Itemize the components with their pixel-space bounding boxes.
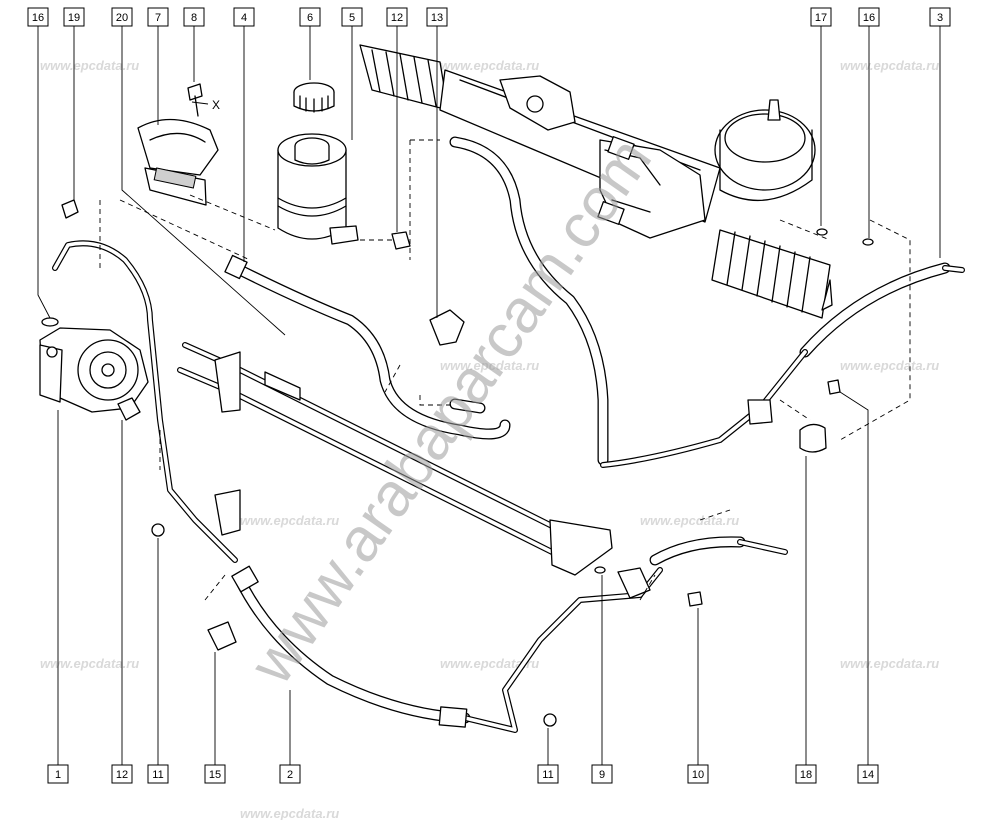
svg-text:1: 1 xyxy=(55,769,61,781)
hoses xyxy=(230,136,951,724)
callout-label: 19 xyxy=(63,7,85,27)
x-marker-label: X xyxy=(212,98,220,112)
watermark-text: www.epcdata.ru xyxy=(40,58,139,73)
callout-label: 13 xyxy=(426,7,448,27)
callouts-top: 16 19 20 7 8 4 6 5 12 13 17 16 3 xyxy=(27,7,951,27)
watermark-text: www.epcdata.ru xyxy=(240,806,339,820)
callout-label: 14 xyxy=(857,764,879,784)
power-steering-pump xyxy=(39,317,149,413)
svg-text:7: 7 xyxy=(155,12,161,24)
reservoir-clamp: X xyxy=(137,83,220,206)
callout-label: 16 xyxy=(27,7,49,27)
leader-lines xyxy=(37,26,941,765)
watermark-text: www.epcdata.ru xyxy=(40,656,139,671)
callout-label: 12 xyxy=(111,764,133,784)
svg-text:13: 13 xyxy=(431,12,443,24)
svg-text:14: 14 xyxy=(862,769,874,781)
watermark-text: www.epcdata.ru xyxy=(240,513,339,528)
watermark-text: www.epcdata.ru xyxy=(440,58,539,73)
watermark-text: www.epcdata.ru xyxy=(640,513,739,528)
svg-text:4: 4 xyxy=(241,12,247,24)
small-components xyxy=(61,199,874,728)
svg-text:12: 12 xyxy=(116,769,128,781)
svg-text:3: 3 xyxy=(937,12,943,24)
callout-label: 2 xyxy=(279,764,301,784)
callout-label: 10 xyxy=(687,764,709,784)
callout-label: 6 xyxy=(299,7,321,27)
callout-label: 17 xyxy=(810,7,832,27)
svg-text:17: 17 xyxy=(815,12,827,24)
svg-text:10: 10 xyxy=(692,769,704,781)
svg-text:2: 2 xyxy=(287,769,293,781)
watermark-text: www.epcdata.ru xyxy=(840,358,939,373)
svg-text:8: 8 xyxy=(191,12,197,24)
callout-label: 3 xyxy=(929,7,951,27)
callout-label: 11 xyxy=(537,764,559,784)
callout-label: 5 xyxy=(341,7,363,27)
watermark-text: www.epcdata.ru xyxy=(440,358,539,373)
callout-label: 20 xyxy=(111,7,133,27)
svg-text:5: 5 xyxy=(349,12,355,24)
callout-label: 18 xyxy=(795,764,817,784)
callout-label: 9 xyxy=(591,764,613,784)
svg-text:9: 9 xyxy=(599,769,605,781)
svg-text:20: 20 xyxy=(116,12,128,24)
callout-label: 7 xyxy=(147,7,169,27)
reservoir-assembly xyxy=(277,82,359,245)
svg-text:16: 16 xyxy=(32,12,44,24)
steering-rack xyxy=(359,44,833,319)
callout-label: 11 xyxy=(147,764,169,784)
svg-text:19: 19 xyxy=(68,12,80,24)
callout-label: 4 xyxy=(233,7,255,27)
callout-label: 16 xyxy=(858,7,880,27)
callout-label: 12 xyxy=(386,7,408,27)
svg-text:16: 16 xyxy=(863,12,875,24)
callout-label: 1 xyxy=(47,764,69,784)
watermark-text: www.epcdata.ru xyxy=(840,656,939,671)
svg-text:11: 11 xyxy=(152,769,163,781)
callout-label: 15 xyxy=(204,764,226,784)
svg-text:18: 18 xyxy=(800,769,812,781)
watermark-text: www.epcdata.ru xyxy=(840,58,939,73)
callout-label: 8 xyxy=(183,7,205,27)
watermark-text: www.epcdata.ru xyxy=(440,656,539,671)
callouts-bottom: 1 12 11 15 2 11 9 10 18 14 xyxy=(47,764,879,784)
svg-text:11: 11 xyxy=(542,769,553,781)
svg-text:12: 12 xyxy=(391,12,403,24)
assembly-lines xyxy=(99,139,911,601)
svg-text:15: 15 xyxy=(209,769,221,781)
svg-text:6: 6 xyxy=(307,12,313,24)
